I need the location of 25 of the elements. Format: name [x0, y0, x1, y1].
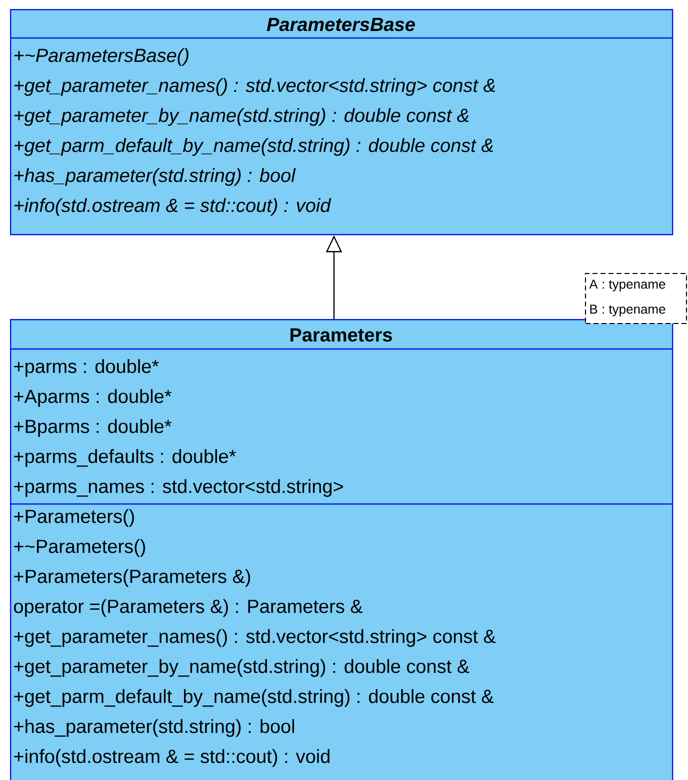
member-line: +~ParametersBase(): [14, 48, 188, 66]
class-name: ParametersBase: [266, 18, 415, 32]
member-line: +Bparms : double*: [14, 419, 172, 437]
member-line: +get_parm_default_by_name(std.string) : double const &: [14, 138, 493, 156]
member-line: +parms : double*: [14, 359, 159, 377]
member-line: +info(std.ostream & = std::cout) : void: [14, 749, 330, 767]
class-box: [10, 319, 674, 780]
member-line: +get_parameter_names() : std.vector<std.string> const &: [14, 629, 496, 647]
member-line: +Parameters(): [14, 509, 134, 527]
member-line: +has_parameter(std.string) : bool: [14, 168, 296, 186]
member-line: +info(std.ostream & = std::cout) : void: [14, 198, 332, 216]
member-line: +get_parameter_by_name(std.string) : double const &: [14, 108, 469, 126]
member-line: +parms_defaults : double*: [14, 449, 236, 467]
member-line: operator =(Parameters &) : Parameters &: [14, 599, 363, 617]
member-line: +get_parameter_by_name(std.string) : double const &: [14, 659, 470, 677]
template-parameter-box: A : typename B : typename: [585, 273, 687, 324]
member-line: +get_parm_default_by_name(std.string) : double const &: [14, 689, 494, 707]
class-name: Parameters: [290, 328, 392, 342]
class-box: [10, 9, 674, 236]
member-line: +has_parameter(std.string) : bool: [14, 719, 294, 737]
member-line: +Aparms : double*: [14, 389, 172, 407]
member-line: +get_parameter_names() : std.vector<std.string> const &: [14, 78, 495, 96]
member-line: +parms_names : std.vector<std.string>: [14, 479, 343, 497]
member-line: +~Parameters(): [14, 539, 146, 557]
member-line: +Parameters(Parameters &): [14, 569, 250, 587]
